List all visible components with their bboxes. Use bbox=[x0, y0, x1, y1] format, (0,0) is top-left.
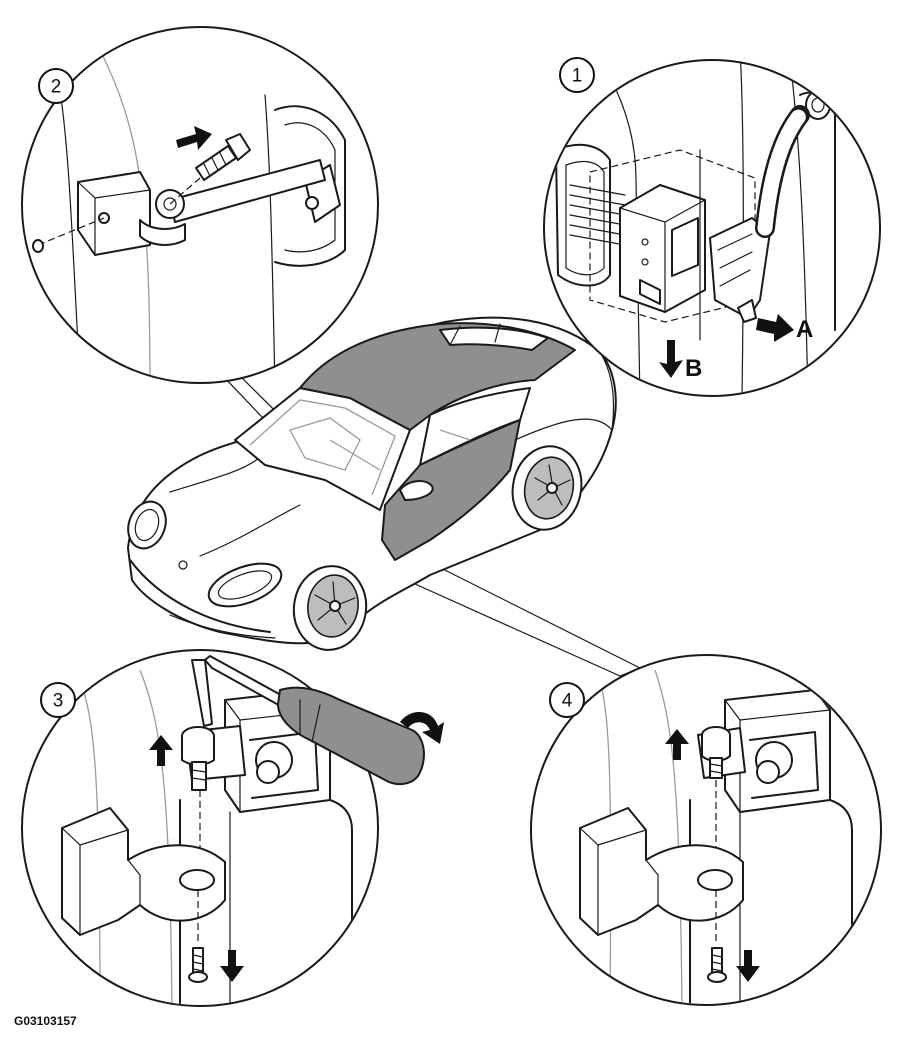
arrow-icon bbox=[665, 729, 689, 760]
arrow-icon bbox=[220, 950, 244, 982]
callout-2: 2 bbox=[38, 68, 74, 104]
detail-3-hinge-removal: 3 bbox=[21, 649, 444, 1007]
arrow-icon bbox=[149, 735, 173, 766]
callout-1-label: 1 bbox=[572, 66, 583, 87]
screwdriver-icon bbox=[277, 686, 425, 786]
bolt-icon bbox=[707, 947, 727, 983]
connector-icon bbox=[709, 217, 771, 323]
arrow-icon bbox=[736, 950, 760, 982]
callout-3: 3 bbox=[40, 682, 76, 718]
callout-4-label: 4 bbox=[562, 691, 573, 712]
callout-4: 4 bbox=[549, 682, 585, 718]
arrow-icon bbox=[659, 340, 683, 378]
detail-4-hinge-pin: 4 bbox=[530, 654, 882, 1006]
label-b: B bbox=[685, 355, 702, 382]
hex-key-icon bbox=[191, 655, 291, 727]
rotate-arrow-icon bbox=[400, 711, 444, 744]
callout-1: 1 bbox=[559, 57, 595, 93]
callout-3-label: 3 bbox=[53, 691, 64, 712]
detail-1-connector: A B 1 bbox=[543, 57, 881, 397]
arrow-icon bbox=[176, 126, 212, 150]
bolt-icon bbox=[195, 133, 251, 181]
bolt-icon bbox=[188, 947, 208, 983]
label-a: A bbox=[796, 316, 813, 343]
car-illustration bbox=[127, 316, 617, 651]
detail-2-door-check: 2 bbox=[21, 26, 379, 384]
figure-code: G03103157 bbox=[14, 1014, 77, 1028]
cable bbox=[755, 105, 810, 238]
arrow-icon bbox=[756, 314, 794, 342]
callout-2-label: 2 bbox=[51, 77, 62, 98]
